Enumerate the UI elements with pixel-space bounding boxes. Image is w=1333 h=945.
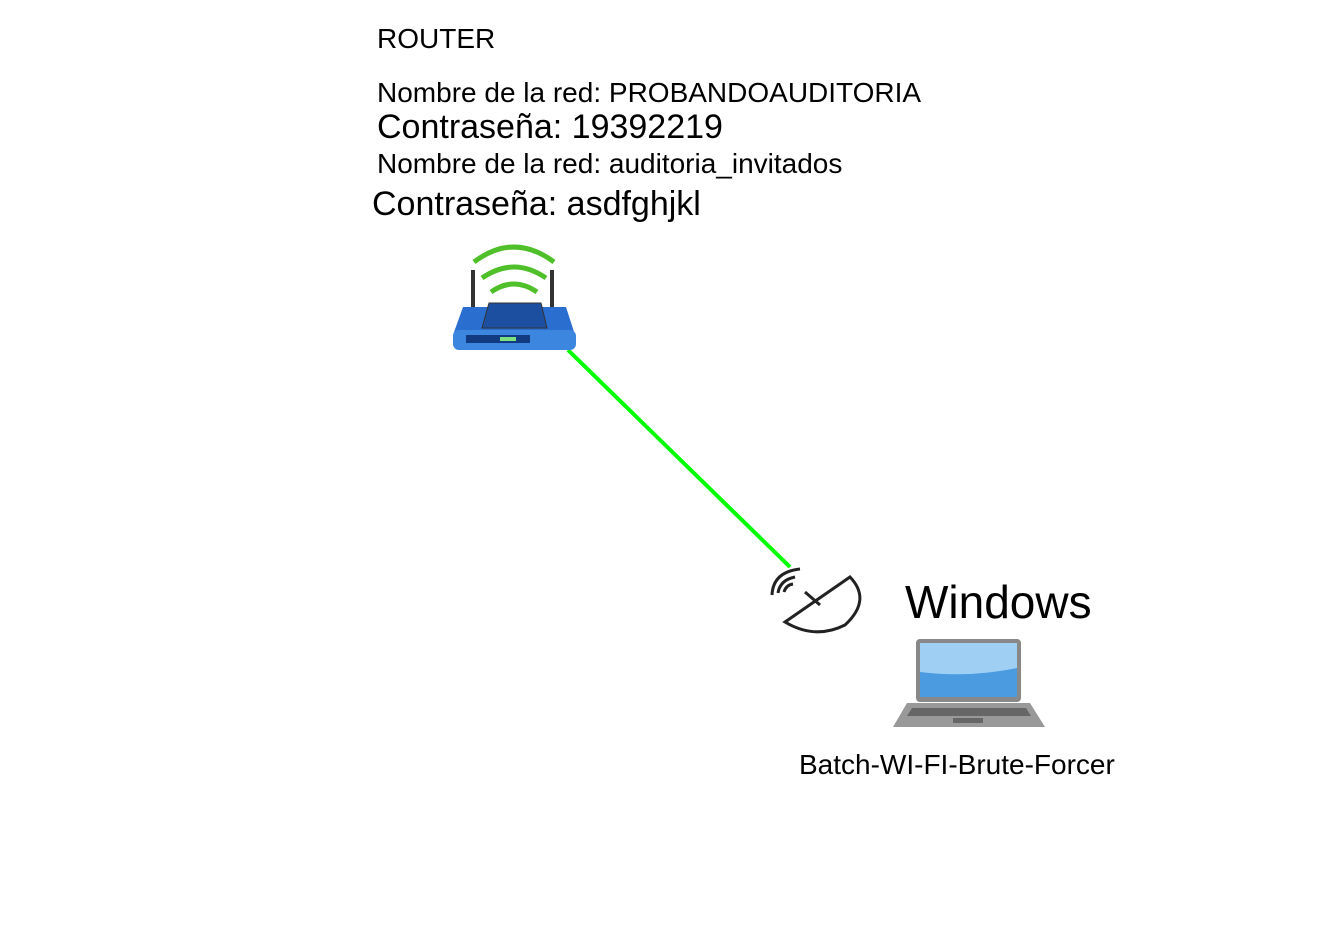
wireless-antenna-icon <box>770 567 862 634</box>
network-1-password: Contraseña: 19392219 <box>377 108 723 146</box>
network-2-password: Contraseña: asdfghjkl <box>372 185 701 223</box>
laptop-icon[interactable] <box>893 639 1045 727</box>
router-title: ROUTER <box>377 23 496 54</box>
client-hostname: Batch-WI-FI-Brute-Forcer <box>799 749 1115 780</box>
network-1-name: Nombre de la red: PROBANDOAUDITORIA <box>377 77 922 108</box>
router-icon[interactable] <box>453 244 576 350</box>
wireless-link[interactable] <box>566 348 792 569</box>
client-os-label: Windows <box>905 576 1092 628</box>
network-2-name: Nombre de la red: auditoria_invitados <box>377 148 843 179</box>
